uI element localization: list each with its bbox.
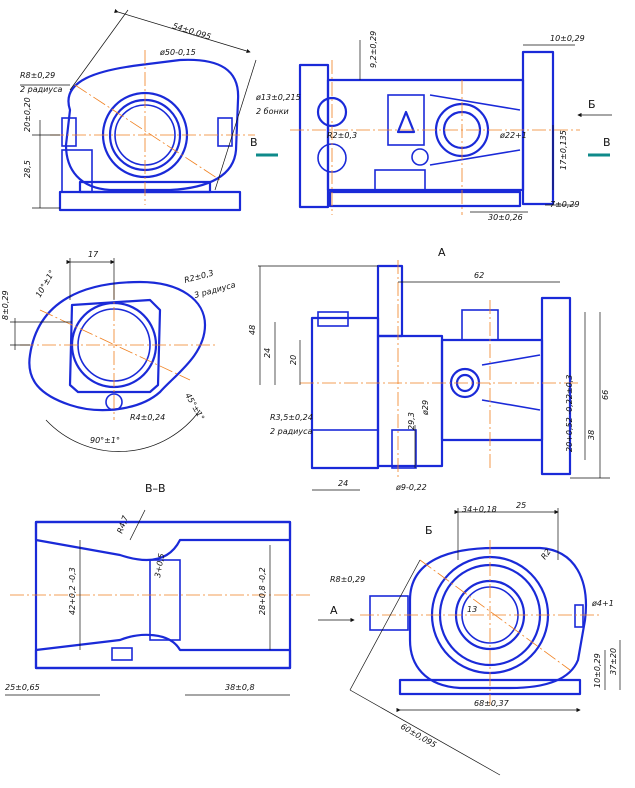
dim-48: 48 bbox=[248, 325, 257, 335]
dim-60: 60±0,095 bbox=[399, 722, 438, 750]
label-v-left: В bbox=[250, 136, 258, 149]
dim-d50: ø50-0,15 bbox=[159, 48, 196, 57]
dim-37: 37±20 bbox=[609, 648, 618, 675]
dim-25b: 25 bbox=[516, 501, 526, 510]
label-v-right: В bbox=[603, 136, 611, 149]
dim-17: 17±0,135 bbox=[559, 130, 568, 170]
dim-25: 25±0,65 bbox=[5, 683, 40, 692]
label-b: Б bbox=[588, 98, 596, 111]
dim-d4: ø4+1 bbox=[591, 599, 614, 608]
section-vv-title: В–В bbox=[145, 482, 166, 495]
dim-20-var: 20+0,52 -0,22±0,3 bbox=[565, 375, 574, 452]
dim-r8: R8±0,29 bbox=[20, 71, 55, 80]
dim-90deg: 90°±1° bbox=[90, 436, 120, 445]
dim-20a: 20 bbox=[289, 355, 298, 365]
dim-d9: ø9-0,22 bbox=[395, 483, 427, 492]
view-b-title: Б bbox=[425, 524, 433, 537]
dim-62: 62 bbox=[474, 271, 484, 280]
view-b bbox=[318, 508, 621, 776]
dim-d22: ø22+1 bbox=[499, 131, 527, 140]
dim-68: 68±0,37 bbox=[474, 699, 510, 708]
dim-13: 13 bbox=[467, 605, 477, 614]
dim-34: 34+0,18 bbox=[462, 505, 497, 514]
dim-10-b: 10±0,29 bbox=[593, 653, 602, 688]
dim-d29: ø29 bbox=[421, 400, 430, 416]
dim-42: 42+0,2 -0,3 bbox=[68, 567, 77, 615]
dim-9-2: 9,2±0,29 bbox=[369, 31, 378, 68]
dim-7: 7±0,29 bbox=[550, 200, 580, 209]
dim-38-sec: 38±0,8 bbox=[225, 683, 255, 692]
dim-3: 3+0,5 bbox=[153, 553, 166, 579]
dim-24b: 24 bbox=[338, 479, 348, 488]
dim-r2: R2±0,3 bbox=[327, 131, 357, 140]
dim-29-3: 29,3 bbox=[407, 412, 416, 430]
dim-r3-5: R3,5±0,24 bbox=[270, 413, 313, 422]
dim-66: 66 bbox=[601, 390, 610, 400]
view-a bbox=[258, 260, 610, 491]
dim-28: 28+0,8 -0,2 bbox=[258, 567, 267, 615]
section-vv bbox=[5, 509, 310, 696]
dim-8: 8±0,29 bbox=[1, 290, 10, 320]
dim-r8-b: R8±0,29 bbox=[330, 575, 365, 584]
dim-45deg: 45°±1° bbox=[183, 392, 206, 422]
dim-2-radii-a: 2 радиуса bbox=[270, 427, 312, 436]
dim-10deg: 10°±1° bbox=[34, 269, 57, 299]
dim-20: 20±0,20 bbox=[23, 97, 32, 132]
dim-3-radii: 3 радиуса bbox=[193, 280, 236, 300]
dim-r4: R4±0,24 bbox=[130, 413, 165, 422]
dim-17-sec: 17 bbox=[88, 250, 99, 259]
dim-24a: 24 bbox=[263, 348, 272, 358]
dim-r4-7: R4,7 bbox=[115, 514, 130, 535]
front-view bbox=[20, 8, 257, 212]
side-view bbox=[290, 40, 580, 215]
dim-28-5: 28,5 bbox=[23, 160, 32, 178]
dim-38: 38 bbox=[587, 430, 596, 440]
view-a-title: А bbox=[438, 246, 446, 259]
dim-30: 30±0,26 bbox=[488, 213, 523, 222]
dim-54: 54±0,095 bbox=[171, 21, 212, 41]
section-small-view bbox=[10, 258, 215, 452]
dim-2-bosses: 2 бонки bbox=[256, 107, 289, 116]
view-b-arrow-label: А bbox=[330, 604, 338, 617]
dim-r2-sec: R2±0,3 bbox=[183, 268, 214, 284]
dim-10: 10±0,29 bbox=[550, 34, 585, 43]
dim-d13: ø13±0,215 bbox=[255, 93, 301, 102]
dim-2-radii: 2 радиуса bbox=[20, 85, 62, 94]
